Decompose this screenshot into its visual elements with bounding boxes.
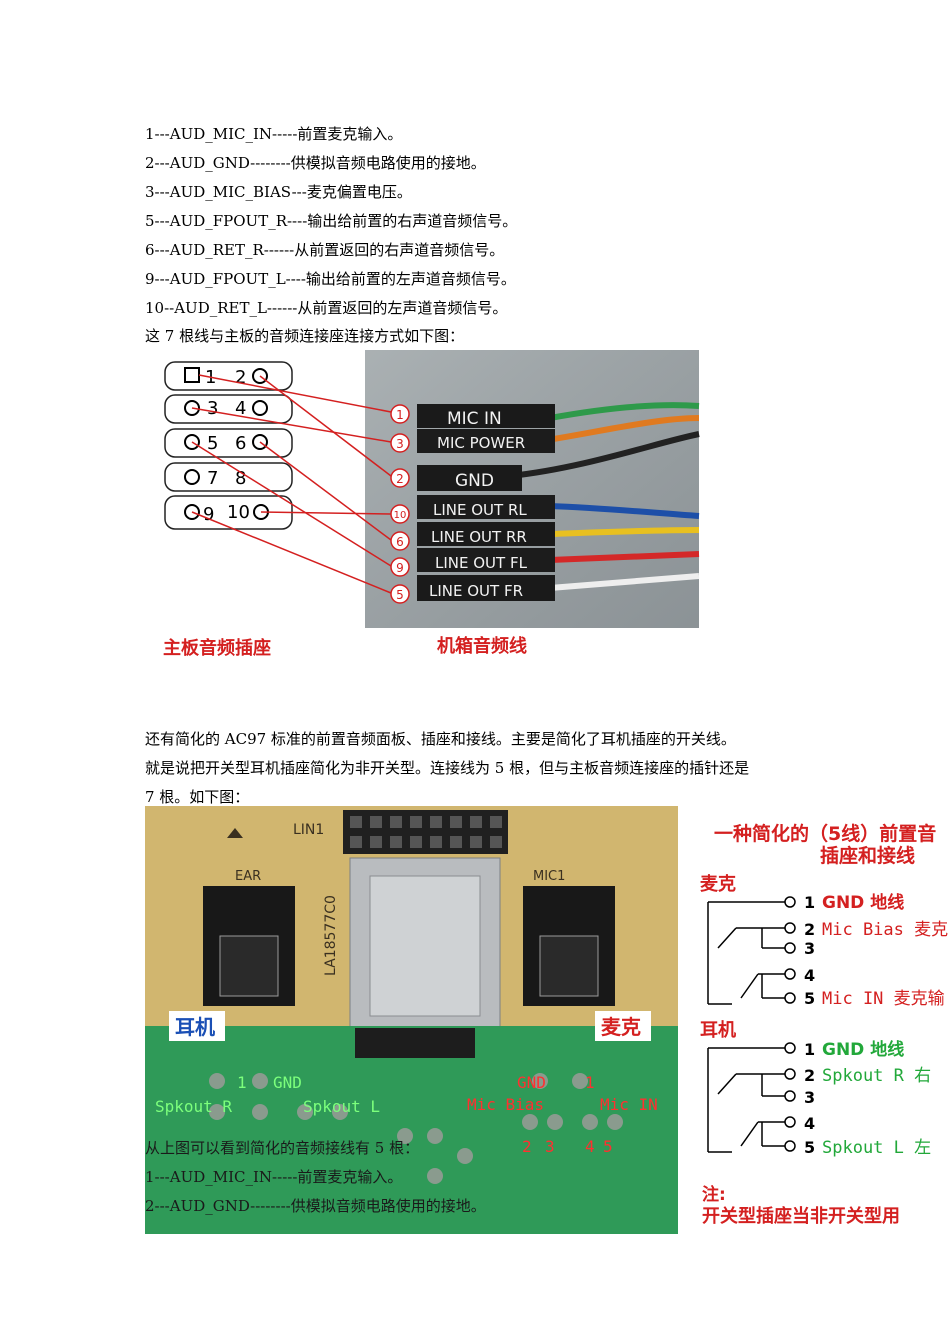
- section-label-earphone: 耳机: [700, 1020, 736, 1041]
- cable-label-line-out-fl: LINE OUT FL: [435, 554, 528, 572]
- text-line-7: 10--AUD_RET_L------从前置返回的左声道音频信号。: [145, 299, 508, 317]
- mic-pin-1-text: GND 地线: [822, 892, 904, 913]
- pcb-label-2: 2: [522, 1137, 532, 1156]
- mic-pin-5-num: 5: [804, 989, 815, 1008]
- pcb-label-spkout-l: Spkout L: [303, 1097, 380, 1116]
- text-line-5: 6---AUD_RET_R------从前置返回的右声道音频信号。: [145, 241, 505, 259]
- board-label-part-number: LA18577C0: [323, 895, 339, 976]
- pcb-label-gnd-right: GND: [517, 1073, 546, 1092]
- pin-label-10: 10: [227, 502, 250, 523]
- circle-number-10: 10: [394, 510, 407, 521]
- ear-pin-5-num: 5: [804, 1138, 815, 1157]
- cable-photo: MIC IN MIC POWER GND LINE OUT RL LINE OU…: [365, 350, 700, 628]
- pin-label-8: 8: [235, 468, 246, 489]
- caption-chassis-cable: 机箱音频线: [437, 635, 527, 657]
- mic-pin-5-text: Mic IN 麦克输: [822, 989, 945, 1009]
- section-label-mic: 麦克: [700, 873, 736, 895]
- text-line-6: 9---AUD_FPOUT_L----输出给前置的左声道音频信号。: [145, 270, 516, 288]
- pin-label-3: 3: [207, 398, 218, 419]
- circle-number-markers: 1 3 2 10 6 9 5: [390, 404, 410, 604]
- pin-label-2: 2: [235, 367, 246, 388]
- pcb-label-spkout-r: Spkout R: [155, 1097, 232, 1116]
- pcb-label-pin1-left: 1: [237, 1073, 247, 1092]
- pin-label-6: 6: [235, 433, 246, 454]
- circle-number-6: 6: [396, 535, 404, 549]
- board-label-lin1: LIN1: [293, 822, 324, 838]
- board-label-mic1: MIC1: [533, 869, 565, 884]
- text-line-11: 7 根。如下图：: [145, 788, 250, 806]
- pcb-label-mic-bias: Mic Bias: [467, 1095, 544, 1114]
- circle-number-9: 9: [396, 561, 404, 575]
- wiring-diagram-figure: 1 2 3 4 5 6 7 8 9 10 MIC IN MIC POWER GN…: [163, 350, 700, 659]
- mic-pin-2-num: 2: [804, 920, 815, 939]
- cable-label-line-out-fr: LINE OUT FR: [429, 582, 523, 600]
- schematic-title-line1: 一种简化的（5线）前置音: [714, 822, 936, 845]
- cable-label-gnd: GND: [455, 471, 494, 491]
- cable-label-line-out-rr: LINE OUT RR: [431, 528, 527, 546]
- text-line-1: 1---AUD_MIC_IN-----前置麦克输入。: [145, 125, 403, 143]
- pin-label-9: 9: [203, 504, 214, 525]
- ear-pin-4-num: 4: [804, 1114, 815, 1133]
- cable-label-mic-power: MIC POWER: [437, 434, 525, 452]
- pcb-label-4: 4: [585, 1137, 595, 1156]
- ear-pin-1-text: GND 地线: [822, 1039, 904, 1060]
- mic-pin-1-num: 1: [804, 893, 815, 912]
- ear-pin-2-text: Spkout R 右: [822, 1066, 931, 1086]
- board-label-ear: EAR: [235, 869, 261, 884]
- text-line-9: 还有简化的 AC97 标准的前置音频面板、插座和接线。主要是简化了耳机插座的开关…: [145, 730, 736, 748]
- pcb-label-3: 3: [545, 1137, 555, 1156]
- circle-number-2: 2: [396, 472, 404, 486]
- text-line-8: 这 7 根线与主板的音频连接座连接方式如下图：: [145, 327, 465, 345]
- text-line-12: 从上图可以看到简化的音频接线有 5 根：: [145, 1139, 420, 1157]
- text-line-2: 2---AUD_GND--------供模拟音频电路使用的接地。: [145, 154, 486, 172]
- note-title: 注:: [702, 1184, 726, 1205]
- mic-pin-3-num: 3: [804, 939, 815, 958]
- caption-motherboard-socket: 主板音频插座: [163, 637, 271, 659]
- mic-pin-4-num: 4: [804, 966, 815, 985]
- pin-label-5: 5: [207, 433, 218, 454]
- text-line-13: 1---AUD_MIC_IN-----前置麦克输入。: [145, 1168, 403, 1186]
- ear-pin-5-text: Spkout L 左: [822, 1138, 931, 1158]
- pcb-label-pin1-right: 1: [585, 1073, 595, 1092]
- pcb-label-mic-in: Mic IN: [600, 1095, 658, 1114]
- circle-number-1: 1: [396, 408, 404, 422]
- wire-map-lines: [191, 374, 392, 594]
- pin-label-7: 7: [207, 468, 218, 489]
- pin-label-4: 4: [235, 398, 246, 419]
- circle-number-3: 3: [396, 437, 404, 451]
- schematic-title-line2: 插座和接线: [820, 844, 915, 867]
- text-line-3: 3---AUD_MIC_BIAS---麦克偏置电压。: [145, 183, 412, 201]
- text-line-14: 2---AUD_GND--------供模拟音频电路使用的接地。: [145, 1197, 486, 1215]
- simplified-wiring-schematic: 一种简化的（5线）前置音 插座和接线 麦克 1 GND 地线 2 Mic Bia…: [700, 822, 948, 1227]
- ear-pin-3-num: 3: [804, 1088, 815, 1107]
- jack-label-microphone: 麦克: [601, 1015, 641, 1039]
- jack-label-earphone: 耳机: [175, 1015, 215, 1039]
- cable-label-line-out-rl: LINE OUT RL: [433, 501, 527, 519]
- pin-header: 1 2 3 4 5 6 7 8 9 10: [164, 361, 293, 530]
- pcb-label-gnd-left: GND: [273, 1073, 302, 1092]
- note-text: 开关型插座当非开关型用: [702, 1205, 900, 1227]
- cable-label-mic-in: MIC IN: [447, 409, 502, 429]
- front-panel-photo: LIN1 EAR MIC1 LA18577C0 耳机 麦克 1 GND GND …: [145, 806, 678, 1234]
- pcb-label-5: 5: [603, 1137, 613, 1156]
- ear-pin-2-num: 2: [804, 1066, 815, 1085]
- text-line-4: 5---AUD_FPOUT_R----输出给前置的右声道音频信号。: [145, 212, 518, 230]
- circle-number-5: 5: [396, 588, 404, 602]
- mic-pin-2-text: Mic Bias 麦克: [822, 920, 948, 940]
- ear-pin-1-num: 1: [804, 1040, 815, 1059]
- text-line-10: 就是说把开关型耳机插座简化为非开关型。连接线为 5 根，但与主板音频连接座的插针…: [145, 759, 750, 777]
